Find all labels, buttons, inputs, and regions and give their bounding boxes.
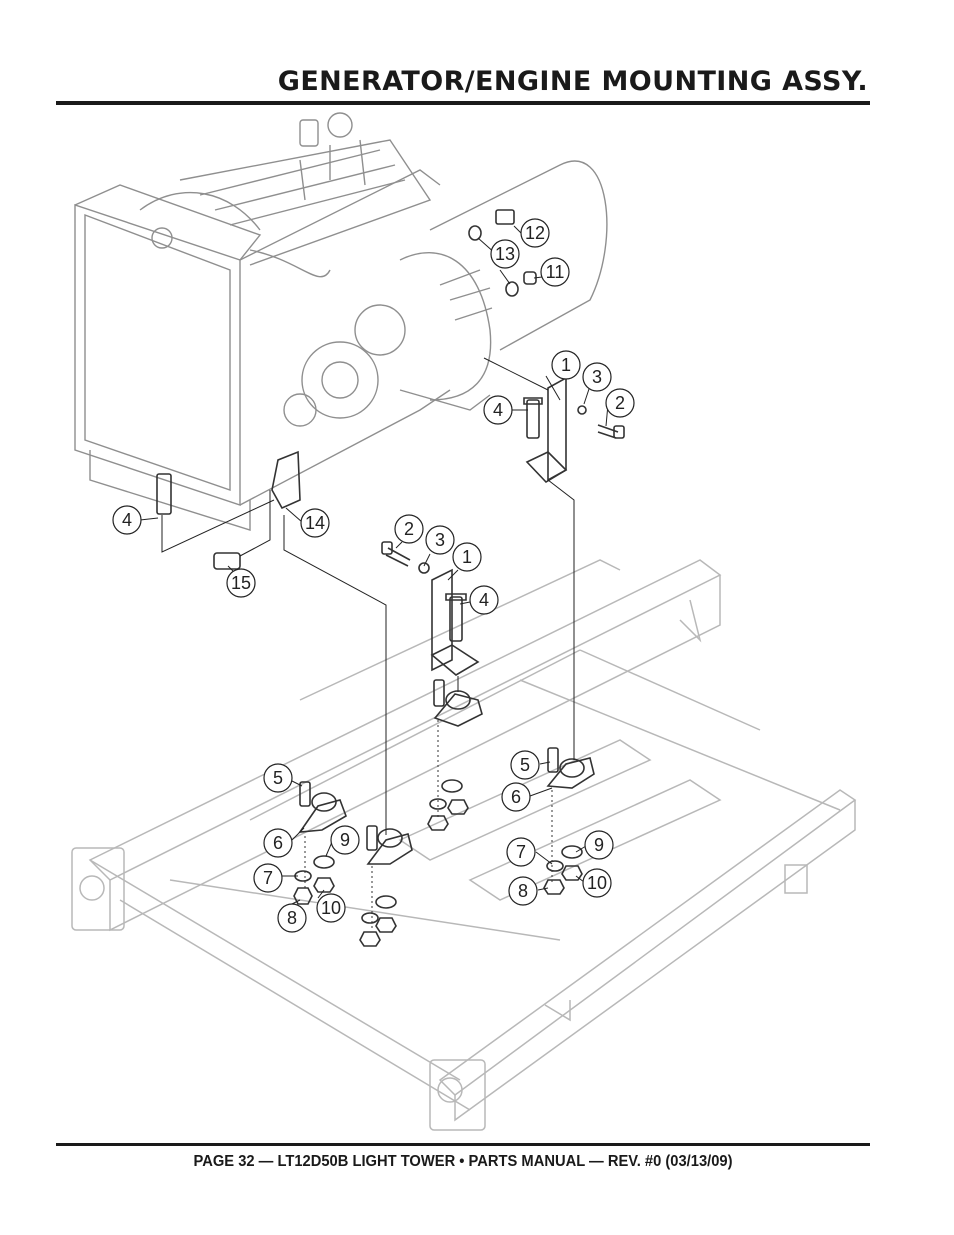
- rear-mounting-bracket: [523, 376, 625, 484]
- callout-10-left: 10: [316, 893, 346, 923]
- callout-6-right: 6: [501, 782, 531, 812]
- callout-10-right: 10: [582, 868, 612, 898]
- svg-text:7: 7: [263, 868, 273, 888]
- svg-text:9: 9: [594, 835, 604, 855]
- callout-3-front: 3: [425, 525, 455, 555]
- callout-1-front: 1: [452, 542, 482, 572]
- svg-text:5: 5: [520, 755, 530, 775]
- callout-13: 13: [490, 239, 520, 269]
- header-rule: [56, 101, 870, 105]
- svg-text:15: 15: [231, 573, 251, 593]
- callout-15: 15: [226, 568, 256, 598]
- svg-text:1: 1: [462, 547, 472, 567]
- skid-frame: [71, 559, 857, 1131]
- callout-12: 12: [520, 218, 550, 248]
- svg-text:3: 3: [435, 530, 445, 550]
- page-footer: PAGE 32 — LT12D50B LIGHT TOWER • PARTS M…: [193, 1153, 733, 1170]
- callout-9-right: 9: [584, 830, 614, 860]
- svg-text:4: 4: [122, 510, 132, 530]
- callout-8-right: 8: [508, 876, 538, 906]
- svg-text:8: 8: [518, 881, 528, 901]
- svg-text:10: 10: [321, 898, 341, 918]
- svg-text:2: 2: [615, 393, 625, 413]
- svg-text:1: 1: [561, 355, 571, 375]
- svg-text:10: 10: [587, 873, 607, 893]
- callout-6-left: 6: [263, 828, 293, 858]
- callout-4-front: 4: [469, 585, 499, 615]
- callout-2-front: 2: [394, 514, 424, 544]
- svg-text:13: 13: [495, 244, 515, 264]
- callout-5-left: 5: [263, 763, 293, 793]
- callout-11: 11: [540, 257, 570, 287]
- callout-5-right: 5: [510, 750, 540, 780]
- svg-text:6: 6: [511, 787, 521, 807]
- callout-4-rear: 4: [483, 395, 513, 425]
- isolator-mounts: [293, 679, 595, 947]
- callout-14: 14: [300, 508, 330, 538]
- svg-text:2: 2: [404, 519, 414, 539]
- svg-text:5: 5: [273, 768, 283, 788]
- svg-text:9: 9: [340, 830, 350, 850]
- svg-text:3: 3: [592, 367, 602, 387]
- leader-lines: [139, 225, 609, 930]
- svg-text:4: 4: [479, 590, 489, 610]
- callout-4-left: 4: [112, 505, 142, 535]
- callout-2-rear: 2: [605, 388, 635, 418]
- svg-text:14: 14: [305, 513, 325, 533]
- engine-generator-assembly: [74, 112, 608, 531]
- footer-rule: [56, 1143, 870, 1146]
- callout-3-rear: 3: [582, 362, 612, 392]
- callout-8-left: 8: [277, 903, 307, 933]
- page-title: GENERATOR/ENGINE MOUNTING ASSY.: [277, 66, 868, 97]
- callout-7-left: 7: [253, 863, 283, 893]
- front-mounting-bracket: [381, 541, 480, 676]
- callout-7-right: 7: [506, 837, 536, 867]
- svg-text:4: 4: [493, 400, 503, 420]
- svg-text:8: 8: [287, 908, 297, 928]
- svg-text:12: 12: [525, 223, 545, 243]
- callout-1-rear: 1: [551, 350, 581, 380]
- svg-text:11: 11: [546, 262, 565, 282]
- svg-text:6: 6: [273, 833, 283, 853]
- svg-text:7: 7: [516, 842, 526, 862]
- callout-9-left: 9: [330, 825, 360, 855]
